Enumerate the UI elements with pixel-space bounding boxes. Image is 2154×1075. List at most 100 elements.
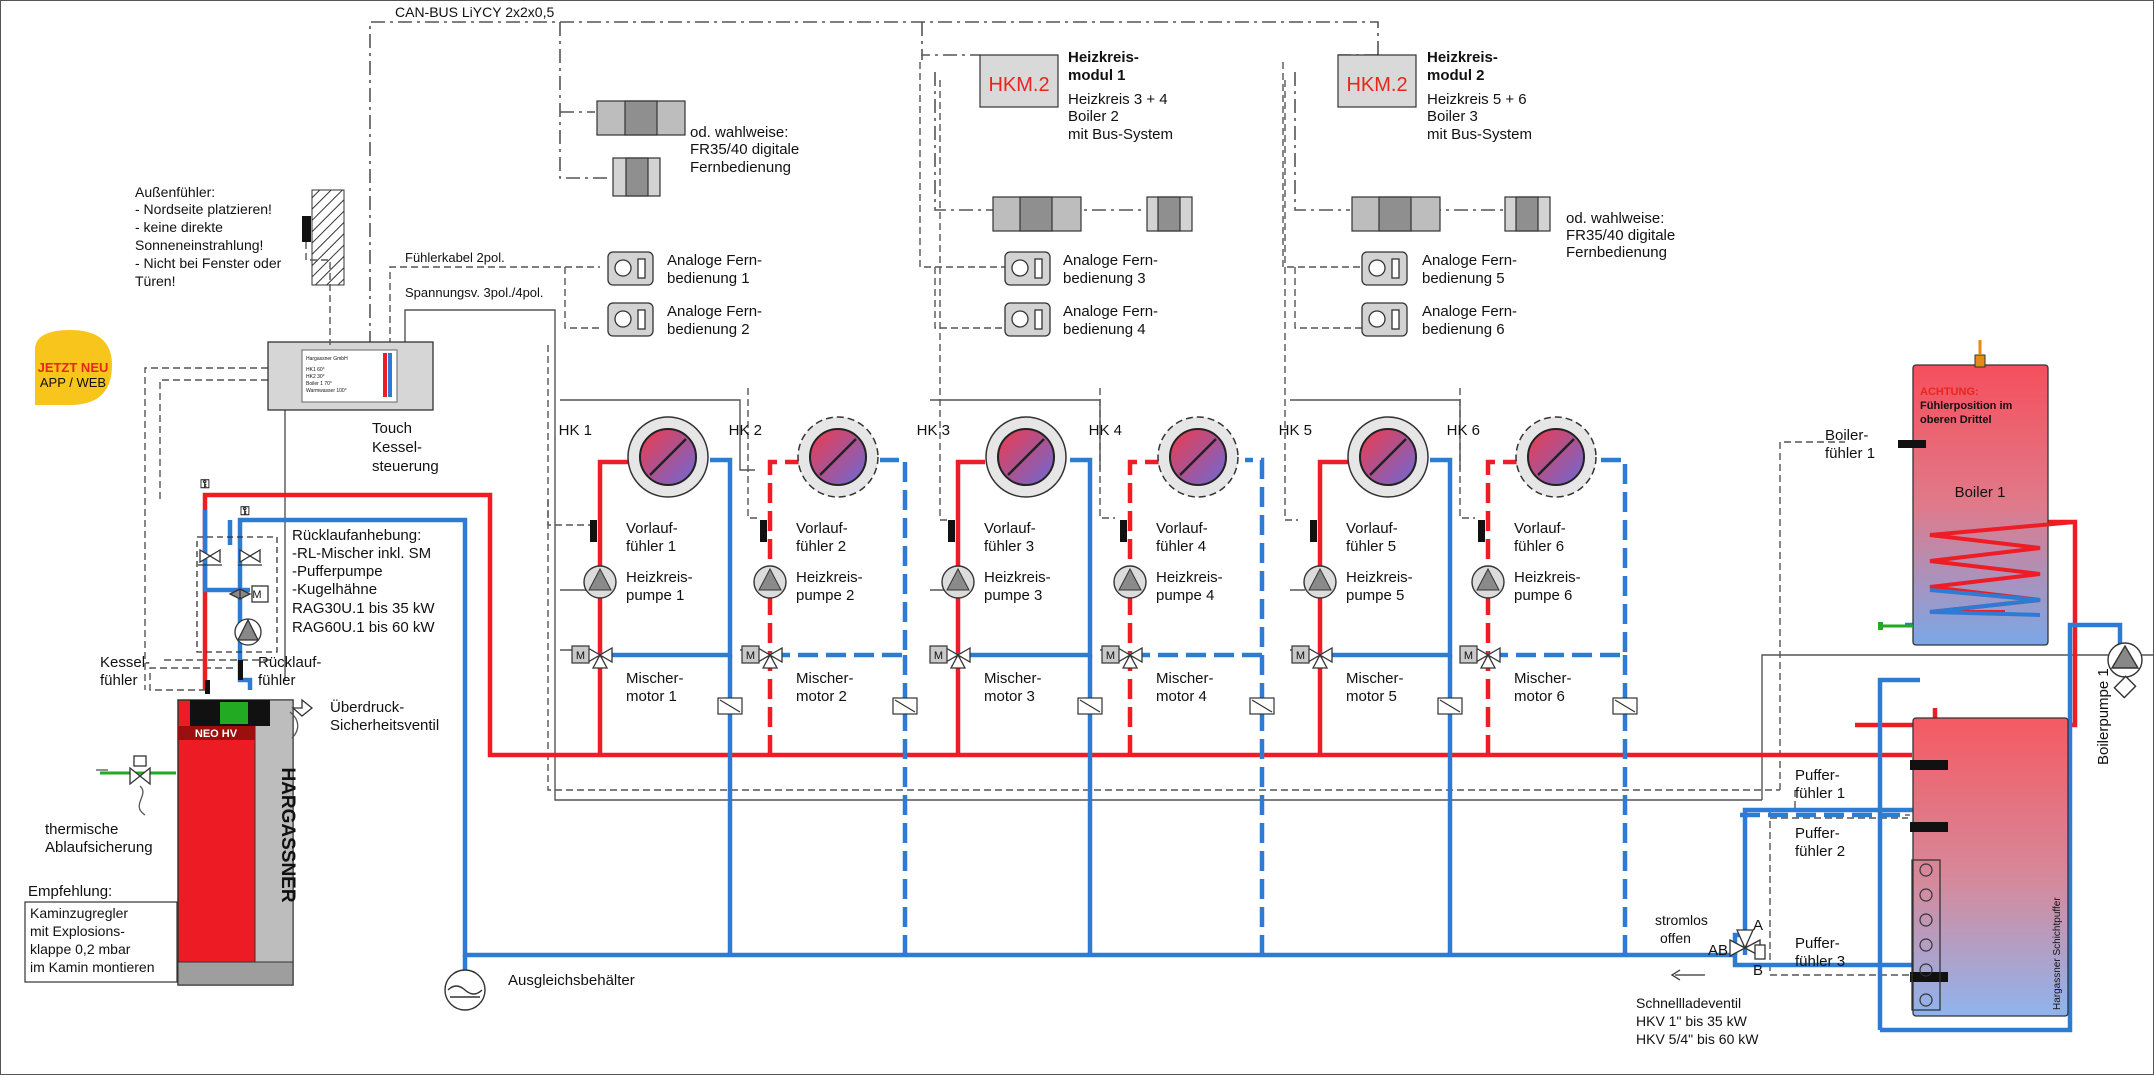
pellet-boiler: NEO HV HARGASSNER [177,699,298,986]
flow-sensor-label-1: Vorlauf- [626,520,678,537]
check-valve-slash [894,699,916,713]
flow-sensor-mark [1478,520,1485,542]
safety-valve-line-2: Sicherheitsventil [330,717,439,734]
mixer-motor-icon [741,645,760,664]
consumer-slash [1537,438,1575,476]
flow-sensor-label-2: fühler 4 [1156,538,1206,555]
remote-2-line-1: od. wahlweise: [1566,210,1664,227]
flow-sensor-label-1: Vorlauf- [984,520,1036,537]
check-valve-slash [1079,699,1101,713]
analog-remote-2-line-1: Analoge Fern- [667,303,762,320]
mixer-label-1: Mischer- [626,670,684,687]
pump-triangle [1118,567,1142,591]
return-boost-valves [198,548,269,646]
buffer-sensor-1-line-1: Puffer- [1795,767,1840,784]
module-1-desc-1: Heizkreis 3 + 4 [1068,91,1168,108]
pump-label-1: Heizkreis- [1514,569,1581,586]
flow-sensor-label-1: Vorlauf- [1346,520,1398,537]
pump-triangle [588,567,612,591]
pump-label-2: pumpe 3 [984,587,1042,604]
touch-screen-line-1: Hargassner GmbH [306,356,348,362]
safety-valve [289,698,314,739]
flow-sensor-label-2: fühler 5 [1346,538,1396,555]
boiler-note-2: Fühlerposition im [1920,400,2012,412]
consumer-slash [1369,438,1407,476]
pump-label-2: pumpe 6 [1514,587,1572,604]
analog-remote-3-line-2: bedienung 3 [1063,270,1146,287]
mixer-label-1: Mischer- [1156,670,1214,687]
expansion-vessel-icon [444,969,486,1011]
flow-sensor-label-1: Vorlauf- [1156,520,1208,537]
remote-top-line-3: Fernbedienung [690,159,791,176]
flow-sensor-mark [760,520,767,542]
mixer-label-1: Mischer- [1346,670,1404,687]
touch-screen-line-2: HK1 60° [306,367,325,373]
touch-boiler-controller: Hargassner GmbH HK1 60° HK2 30° Boiler 1… [267,341,434,411]
kessel-sensor-line-2: fühler [100,672,138,689]
supply-pipes-dashed [767,459,1520,755]
return-boost-line-5: RAG30U.1 bis 35 kW [292,600,435,617]
analog-remote-1-line-2: bedienung 1 [667,270,750,287]
touch-label-2: Kessel- [372,439,422,456]
boiler-1-label: Boiler 1 [1955,484,2006,501]
pump-label-2: pumpe 4 [1156,587,1214,604]
buffer-sensor-3-line-2: fühler 3 [1795,953,1845,970]
mixer-motor-icon [929,645,948,664]
valve-note-line-2: offen [1660,930,1691,946]
buffer-sensor-2-line-1: Puffer- [1795,825,1840,842]
module-2-title-2: modul 2 [1427,67,1485,84]
module-1-title-1: Heizkreis- [1068,49,1139,66]
mixer-label-2: motor 2 [796,688,847,705]
remote-top-line-2: FR35/40 digitale [690,141,799,158]
return-boost-line-4: -Kugelhähne [292,581,377,598]
cable-label-sensor: Fühlerkabel 2pol. [405,250,505,265]
valve-port-b: B [1753,962,1763,979]
analog-remote-2-line-2: bedienung 2 [667,321,750,338]
touch-screen-line-3: HK2 30° [306,374,325,380]
pump-label-1: Heizkreis- [1346,569,1413,586]
circuit-hk-label: HK 1 [559,422,592,439]
pump-label-1: Heizkreis- [1156,569,1223,586]
sensor-lines [144,62,1920,976]
mixer-motor-icon [571,645,590,664]
module-2-desc-3: mit Bus-System [1427,126,1532,143]
mixer-label-1: Mischer- [796,670,854,687]
circuit-hk-label: HK 3 [917,422,950,439]
recommendation-box [24,901,178,983]
consumer-slash [819,438,857,476]
mixer-valve-icon [1475,646,1501,669]
mixer-motor-symbol: M [746,650,755,662]
recommendation-line-3: klappe 0,2 mbar [30,941,131,957]
return-boost-line-3: -Pufferpumpe [292,563,383,580]
recommendation-line-1: Kaminzugregler [30,905,128,921]
thermal-line-1: thermische [45,821,118,838]
module-1-title-2: modul 1 [1068,67,1126,84]
pump-label-2: pumpe 2 [796,587,854,604]
module-1-desc-3: mit Bus-System [1068,126,1173,143]
analog-remote-4-line-1: Analoge Fern- [1063,303,1158,320]
flow-sensor-label-2: fühler 3 [984,538,1034,555]
boiler-sensor-line-1: Boiler- [1825,427,1868,444]
check-valve-slash [719,699,741,713]
hkm-2-box-label: HKM.2 [1346,74,1407,96]
pump-label-2: pumpe 5 [1346,587,1404,604]
mixer-label-2: motor 6 [1514,688,1565,705]
pump-triangle [1476,567,1500,591]
return-boost-line-2: -RL-Mischer inkl. SM [292,545,431,562]
consumer-slash [649,438,687,476]
consumer-slash [1179,438,1217,476]
check-valve-slash [1439,699,1461,713]
analog-remote-1-line-1: Analoge Fern- [667,252,762,269]
flow-sensor-label-2: fühler 1 [626,538,676,555]
module-2-desc-1: Heizkreis 5 + 6 [1427,91,1527,108]
mixer-label-2: motor 5 [1346,688,1397,705]
return-boost-box [196,536,278,653]
safety-valve-line-1: Überdruck- [330,698,404,716]
touch-screen-line-5: Warmwasser 100° [306,388,347,394]
pump-triangle [758,567,782,591]
